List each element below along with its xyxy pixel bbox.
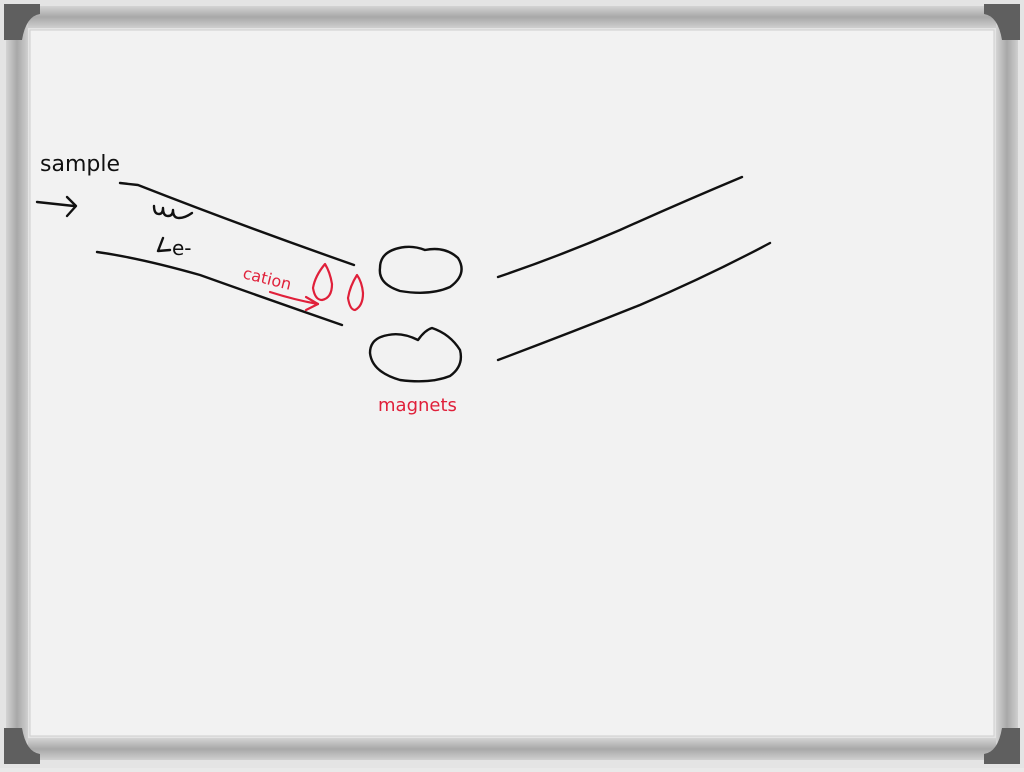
board-surface [29, 29, 995, 737]
frame-bottom [10, 738, 1014, 760]
corner-top-left [4, 4, 40, 40]
tube-lower-wall [95, 250, 344, 327]
sample-label: sample [40, 152, 120, 177]
sample-arrow-shaft [35, 200, 76, 208]
electron-mark [156, 236, 172, 253]
corner-bottom-right [984, 728, 1020, 764]
black-ink: sample e- [35, 152, 772, 383]
corner-bottom-left [4, 728, 40, 764]
flight-tube-lower [496, 241, 772, 362]
ion-beam-slit-2 [346, 273, 365, 312]
magnets-label: magnets [378, 395, 457, 416]
flight-tube-upper [496, 175, 744, 279]
ion-beam-slit-1 [311, 262, 334, 302]
cation-arrow-shaft [268, 290, 320, 306]
frame-right [996, 10, 1018, 758]
corner-top-right [984, 4, 1020, 40]
frame-left [6, 10, 28, 758]
heating-coil [152, 204, 194, 220]
tube-upper-wall [118, 181, 356, 267]
sample-arrow-head [65, 195, 78, 218]
frame-top [10, 6, 1014, 28]
magnet-bottom [368, 326, 463, 383]
magnet-top [378, 245, 463, 294]
electron-label: e- [172, 236, 192, 260]
cation-arrow-head [304, 295, 320, 312]
